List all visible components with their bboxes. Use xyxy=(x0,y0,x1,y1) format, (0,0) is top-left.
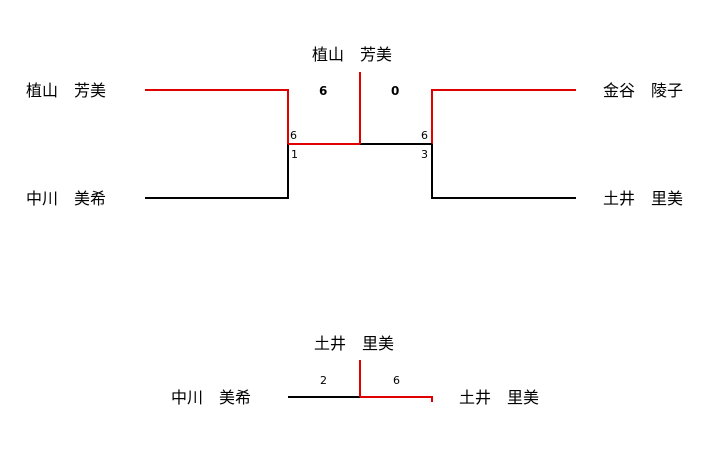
third-place-winner-name: 土井 里美 xyxy=(314,334,395,353)
right-semi-bottom-line xyxy=(431,144,576,199)
left-semi-top-line xyxy=(145,89,289,144)
third-right-line xyxy=(360,396,433,402)
left-semi-top-player: 植山 芳美 xyxy=(26,81,107,100)
right-semi-top-score: 6 xyxy=(421,129,428,142)
right-semi-top-player: 金谷 陵子 xyxy=(603,81,684,100)
third-place-left-player: 中川 美希 xyxy=(171,388,252,407)
left-semi-bottom-score: 1 xyxy=(291,148,298,161)
right-semi-bottom-score: 3 xyxy=(421,148,428,161)
third-place-right-player: 土井 里美 xyxy=(459,388,540,407)
final-right-score: 0 xyxy=(391,84,400,98)
left-semi-top-score: 6 xyxy=(290,129,297,142)
third-place-left-score: 2 xyxy=(320,374,327,387)
third-place-right-score: 6 xyxy=(393,374,400,387)
right-semi-bottom-player: 土井 里美 xyxy=(603,189,684,208)
left-semi-bottom-player: 中川 美希 xyxy=(26,189,107,208)
left-semi-bottom-line xyxy=(145,144,289,199)
champion-name: 植山 芳美 xyxy=(312,45,393,64)
right-semi-top-line xyxy=(431,89,576,144)
final-left-score: 6 xyxy=(319,84,328,98)
